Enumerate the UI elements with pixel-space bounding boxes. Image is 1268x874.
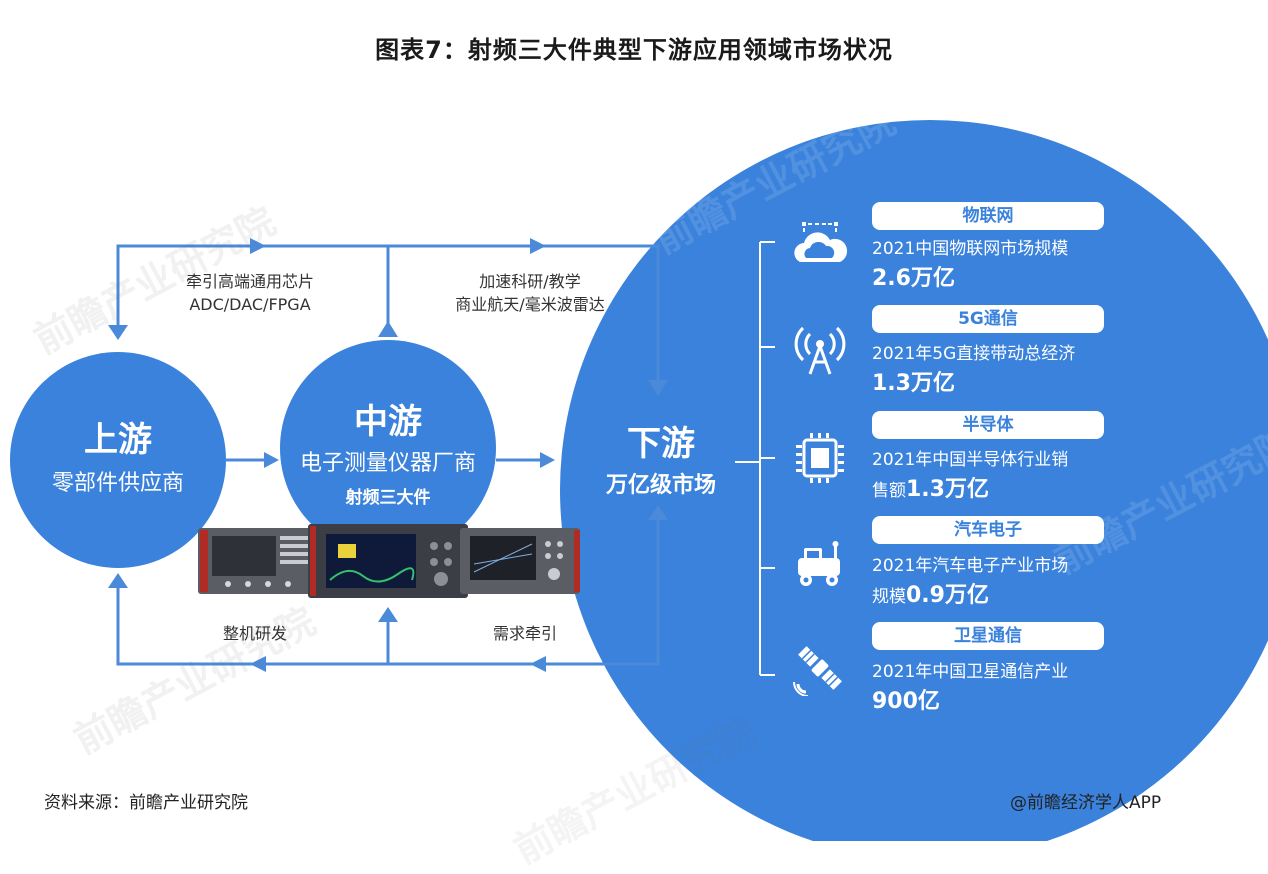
item-title: 汽车电子	[872, 516, 1104, 544]
antenna-tower-icon	[794, 326, 846, 375]
rf-instruments-image	[198, 524, 580, 598]
item-title: 卫星通信	[872, 622, 1104, 650]
flow-arrowheads	[108, 238, 668, 672]
flow-label-top-right: 加速科研/教学 商业航天/毫米波雷达	[420, 270, 640, 316]
flow-label-bottom-left: 整机研发	[222, 624, 287, 643]
item-value: 1.3万亿	[906, 477, 989, 502]
flow-label-line: 加速科研/教学	[479, 272, 581, 291]
item-text: 2021年中国卫星通信产业 900亿	[872, 657, 1132, 718]
downstream-circle	[560, 120, 1268, 841]
downstream-desc: 万亿级市场	[605, 473, 716, 498]
item-value: 900亿	[872, 689, 940, 714]
item-title: 物联网	[872, 202, 1104, 230]
item-desc: 2021年中国半导体行业销	[872, 450, 1069, 470]
item-text: 2021年5G直接带动总经济 1.3万亿	[872, 339, 1132, 400]
flow-label-bottom-right: 需求牵引	[492, 624, 557, 643]
upstream-desc: 零部件供应商	[51, 471, 184, 496]
item-desc-cont: 售额	[872, 481, 906, 501]
item-value: 0.9万亿	[906, 583, 989, 608]
downstream-name: 下游	[627, 424, 695, 464]
item-desc: 2021年中国卫星通信产业	[872, 662, 1069, 682]
midstream-sub: 射频三大件	[345, 488, 431, 508]
midstream-desc: 电子测量仪器厂商	[299, 451, 476, 476]
top-flow-lines	[116, 244, 660, 666]
cloud-network-icon	[794, 222, 848, 262]
flow-label-line: 牵引高端通用芯片	[185, 272, 314, 291]
item-desc: 2021中国物联网市场规模	[872, 239, 1069, 259]
midstream-node: 中游 电子测量仪器厂商 射频三大件	[280, 394, 496, 508]
vehicle-icon	[798, 541, 840, 586]
flow-label-top-left: 牵引高端通用芯片 ADC/DAC/FPGA	[150, 270, 350, 316]
flow-label-line: 商业航天/毫米波雷达	[455, 295, 605, 314]
item-value: 2.6万亿	[872, 266, 955, 291]
flow-label-line: ADC/DAC/FPGA	[189, 295, 311, 314]
item-title: 半导体	[872, 411, 1104, 439]
chart-title: 图表7：射频三大件典型下游应用领域市场状况	[375, 36, 893, 64]
midstream-name: 中游	[354, 402, 422, 442]
midstream-circle	[280, 340, 496, 556]
upstream-name: 上游	[84, 420, 152, 460]
item-text: 2021年汽车电子产业市场 规模0.9万亿	[872, 551, 1132, 612]
item-value: 1.3万亿	[872, 371, 955, 396]
item-text: 2021年中国半导体行业销 售额1.3万亿	[872, 445, 1132, 506]
item-desc-cont: 规模	[872, 587, 906, 607]
upstream-node: 上游 零部件供应商	[10, 412, 226, 497]
flow-diagram	[10, 120, 1268, 841]
satellite-icon	[793, 646, 842, 696]
items-bracket	[735, 241, 775, 676]
downstream-node: 下游 万亿级市场	[586, 416, 736, 499]
chip-icon	[796, 433, 844, 483]
item-text: 2021中国物联网市场规模 2.6万亿	[872, 234, 1132, 295]
item-desc: 2021年5G直接带动总经济	[872, 344, 1076, 364]
item-desc: 2021年汽车电子产业市场	[872, 556, 1069, 576]
upstream-circle	[10, 352, 226, 568]
brand-credit: @前瞻经济学人APP	[1010, 793, 1162, 813]
source-note: 资料来源：前瞻产业研究院	[44, 793, 248, 813]
item-title: 5G通信	[872, 305, 1104, 333]
